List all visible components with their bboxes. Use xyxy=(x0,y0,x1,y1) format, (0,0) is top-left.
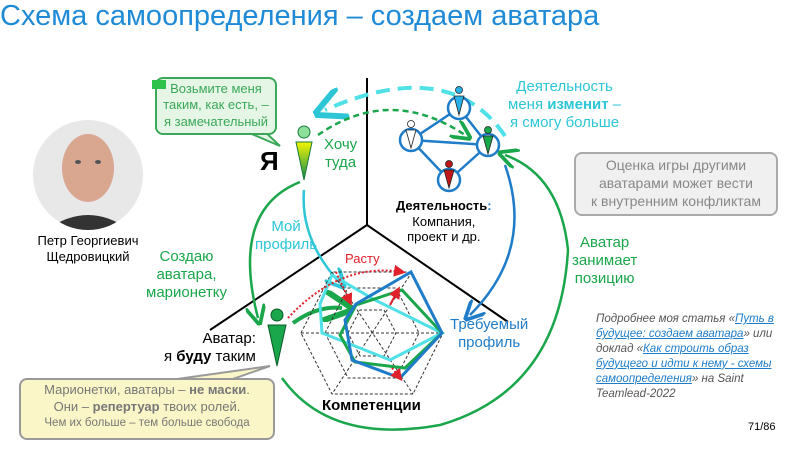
required-profile-polygon xyxy=(343,269,444,380)
text-line: Хочу xyxy=(324,136,358,153)
portrait-photo xyxy=(33,120,143,230)
create-avatar-label: Создаю аватара, марионетку xyxy=(146,248,227,302)
green-arc-left xyxy=(250,180,301,318)
avatar-will-be-label: Аватар: я буду таким xyxy=(164,330,256,366)
text-line: к внутренним конфликтам xyxy=(591,193,761,210)
cyan-dashed-arc-top xyxy=(325,85,507,138)
text: – xyxy=(608,96,622,113)
self-figure-icon xyxy=(295,125,313,181)
text-line: Мой xyxy=(271,218,301,235)
text-line: проект и др. xyxy=(407,229,481,245)
text-line: Чем их больше – тем больше свобода xyxy=(44,416,250,429)
text-line: позицию xyxy=(574,270,635,287)
text-bold: Деятельность xyxy=(396,198,488,213)
text-line: Деятельность xyxy=(516,78,613,95)
text: твоих ролей. xyxy=(159,398,241,414)
grow-label: Расту xyxy=(345,251,380,266)
text: . xyxy=(246,382,250,397)
evaluation-box: Оценка игры другими аватарами может вест… xyxy=(574,152,778,216)
blue-arc-right xyxy=(470,164,516,315)
slide-title: Схема самоопределения – создаем аватара xyxy=(0,0,600,32)
text-line: Требуемый xyxy=(450,316,529,333)
text: я xyxy=(164,348,177,365)
text: меня xyxy=(508,96,548,113)
text-bold: буду xyxy=(176,348,212,365)
required-profile-label: Требуемый профиль xyxy=(450,316,528,352)
text-line: я смогу больше xyxy=(509,114,620,131)
bubble-line: таким, как есть, – xyxy=(163,97,269,113)
text-line: Аватар: xyxy=(202,330,256,347)
avatar-takes-position-label: Аватар занимает позицию xyxy=(572,234,637,288)
speech-bubble-top: Возьмите меня таким, как есть, – я замеч… xyxy=(155,77,277,135)
text-bold: изменит xyxy=(547,96,609,113)
avatar-to-radar-arrow xyxy=(291,308,342,325)
text-line: профиль xyxy=(255,236,318,253)
bubble-line: Возьмите меня xyxy=(170,81,262,96)
text: таким xyxy=(211,348,256,365)
activity-changes-label: Деятельность меня изменит – я смогу боль… xyxy=(508,78,621,132)
reference-note: Подробнее моя статья «Путь в будущее: со… xyxy=(596,312,776,402)
text-line: Щедровицкий xyxy=(46,248,130,264)
want-there-label: Хочу туда xyxy=(324,136,357,172)
text: Они – xyxy=(53,398,93,414)
text-line: Аватар xyxy=(580,234,630,251)
bubble-line: я замечательный xyxy=(163,113,269,129)
speech-bubble-bottom: Марионетки, аватары – не маски. Они – ре… xyxy=(19,378,275,440)
text: » или доклад « xyxy=(596,327,773,355)
green-arrow-icon xyxy=(152,80,166,89)
text-line: аватара, xyxy=(156,266,217,283)
people-icons xyxy=(405,86,494,190)
text-line: Компания, xyxy=(412,213,476,229)
text: Марионетки, аватары – xyxy=(44,382,190,397)
avatar-figure-icon xyxy=(267,308,287,367)
text-line: Петр Георгиевич xyxy=(37,233,139,248)
text: Подробнее моя статья « xyxy=(596,313,735,325)
person-name: Петр Георгиевич Щедровицкий xyxy=(30,233,146,264)
competencies-label: Компетенции xyxy=(322,397,421,414)
text-line: аватарами может вести xyxy=(598,175,754,192)
text-line: Создаю xyxy=(159,248,214,265)
text-line: туда xyxy=(325,154,357,171)
text-bold: не маски xyxy=(189,382,247,397)
text: » на Saint Teamlead-2022 xyxy=(596,372,744,400)
article-link[interactable]: Путь в будущее: создаем аватара xyxy=(596,313,774,340)
green-dashed-arc xyxy=(317,108,465,135)
activity-label: Деятельность: Компания, проект и др. xyxy=(396,198,492,245)
text-line: марионетку xyxy=(146,284,227,301)
text: : xyxy=(487,198,492,213)
text-bold: репертуар xyxy=(92,398,160,414)
ya-label: Я xyxy=(260,146,279,176)
talk-link[interactable]: Как строить образ будущего и идти к нему… xyxy=(596,342,772,385)
page-number: 71/86 xyxy=(748,421,776,433)
my-profile-label: Мой профиль xyxy=(255,218,317,254)
text-line: занимает xyxy=(572,252,638,269)
competency-radar xyxy=(287,264,446,395)
green-arc-bottom xyxy=(280,155,570,431)
text-line: Оценка игры другими xyxy=(605,157,747,173)
text-line: профиль xyxy=(458,334,521,351)
